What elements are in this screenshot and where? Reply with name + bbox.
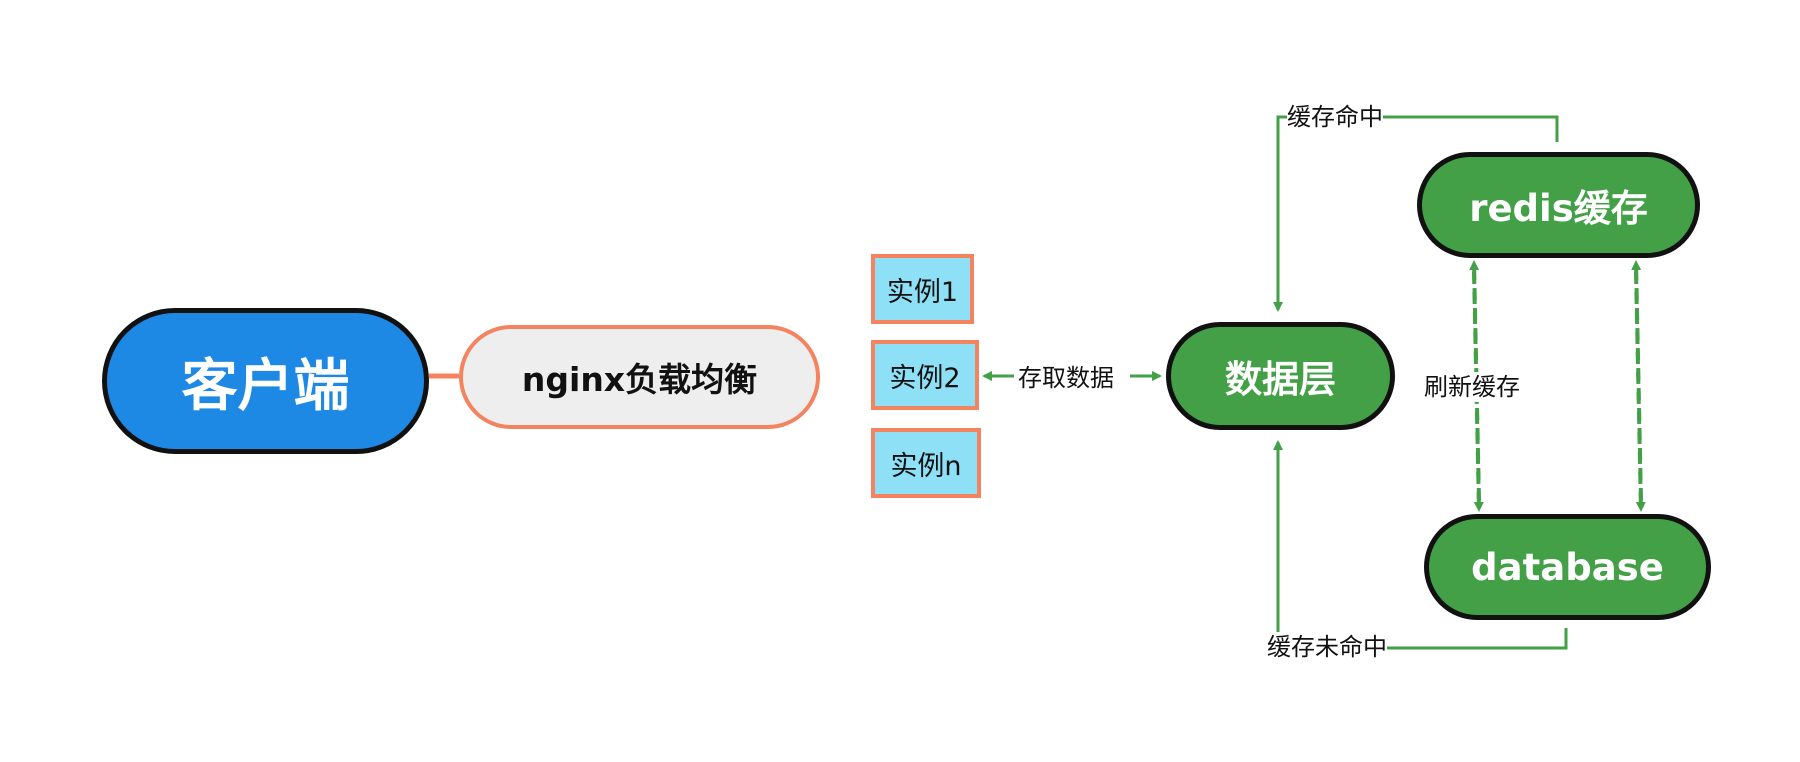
database-node: database (1424, 514, 1711, 620)
client-label: 客户端 (181, 353, 350, 419)
redis-cache-node: redis缓存 (1417, 152, 1700, 258)
client-node: 客户端 (102, 308, 429, 454)
instance-2-label: 实例2 (889, 362, 961, 394)
database-label: database (1471, 545, 1664, 589)
instance-n-label: 实例n (890, 450, 962, 482)
cache-miss-label: 缓存未命中 (1267, 632, 1387, 662)
instance-2-node: 实例2 (871, 340, 979, 410)
redis-cache-label: redis缓存 (1469, 187, 1648, 230)
refresh-cache-label: 刷新缓存 (1424, 372, 1520, 402)
instance-1-node: 实例1 (871, 254, 974, 324)
data-layer-label: 数据层 (1225, 358, 1336, 401)
cache-hit-arrow (1273, 115, 1559, 312)
access-data-label: 存取数据 (1018, 364, 1114, 392)
instance-1-label: 实例1 (886, 276, 959, 308)
data-layer-node: 数据层 (1166, 322, 1395, 430)
cache-miss-arrow (1273, 440, 1568, 650)
cache-hit-label: 缓存命中 (1287, 102, 1383, 132)
instance-n-node: 实例n (871, 428, 981, 498)
nginx-node: nginx负载均衡 (459, 325, 820, 429)
nginx-label: nginx负载均衡 (521, 360, 758, 399)
